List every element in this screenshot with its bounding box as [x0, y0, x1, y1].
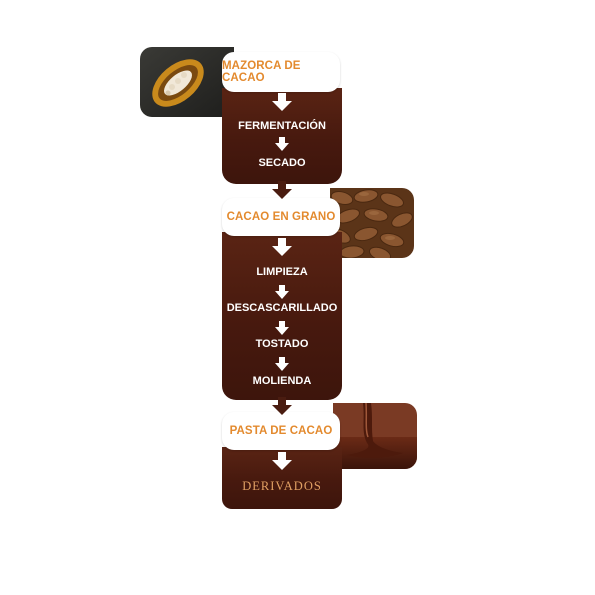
arrow-down-icon	[275, 137, 289, 151]
stage-cacao-en-grano: CACAO EN GRANO	[222, 198, 340, 236]
step-tostado: TOSTADO	[255, 338, 309, 350]
cocoa-beans-image	[330, 188, 414, 258]
arrow-down-icon	[272, 452, 292, 470]
step-secado: SECADO	[258, 157, 306, 169]
arrow-down-icon	[275, 285, 289, 299]
stage-pasta-de-cacao: PASTA DE CACAO	[222, 412, 340, 450]
arrow-down-icon	[275, 357, 289, 371]
step-descascarillado: DESCASCARILLADO	[226, 302, 338, 314]
arrow-down-icon	[275, 321, 289, 335]
step-molienda: MOLIENDA	[252, 375, 312, 387]
cacao-pod-image	[140, 47, 234, 117]
final-derivados: DERIVADOS	[242, 479, 322, 493]
arrow-down-icon	[272, 93, 292, 111]
arrow-down-icon	[272, 397, 292, 415]
chocolate-pour-image	[333, 403, 417, 469]
arrow-down-icon	[272, 181, 292, 199]
process-panel-3	[222, 447, 342, 509]
stage-mazorca-de-cacao: MAZORCA DE CACAO	[222, 52, 340, 92]
arrow-down-icon	[272, 238, 292, 256]
step-fermentacion: FERMENTACIÓN	[238, 120, 326, 132]
step-limpieza: LIMPIEZA	[256, 266, 308, 278]
process-panel-2	[222, 232, 342, 400]
